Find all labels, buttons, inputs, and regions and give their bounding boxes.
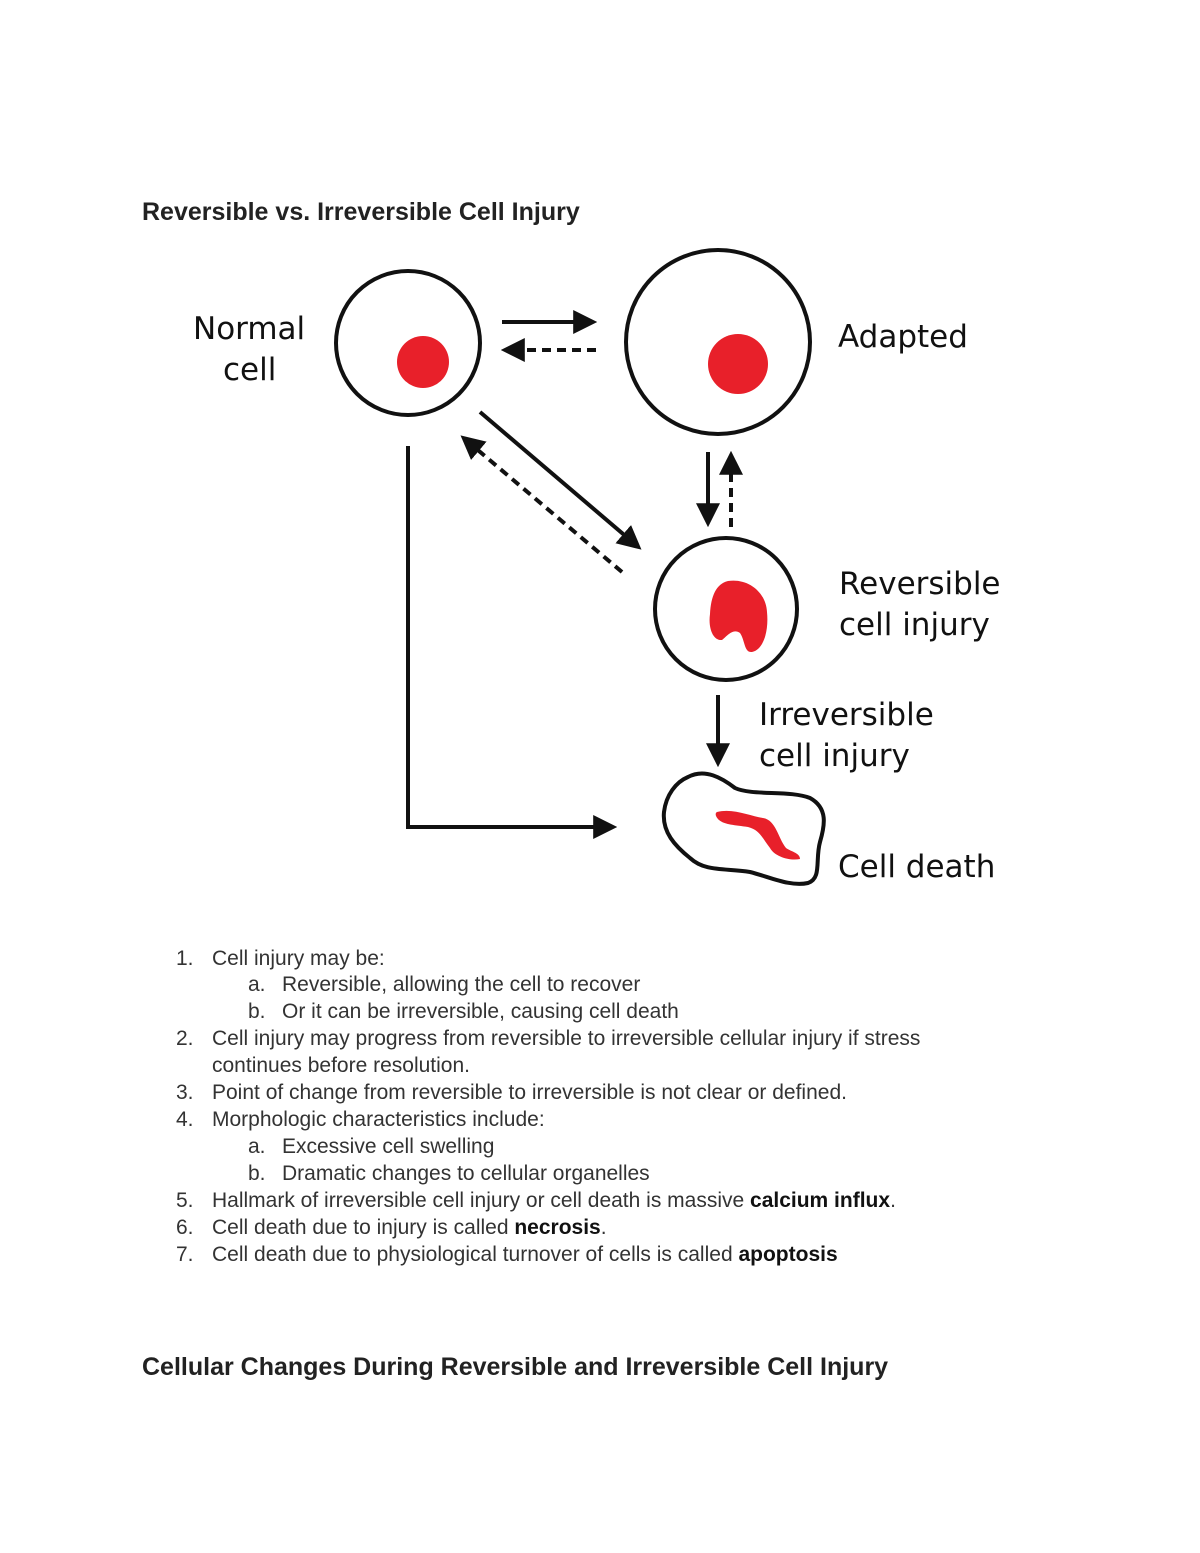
label-adapted: Adapted [838, 319, 968, 355]
label-irreversible-line2: cell injury [759, 738, 910, 774]
list-number: 5. [176, 1189, 194, 1212]
list-text: Excessive cell swelling [282, 1135, 495, 1158]
list-text-plain: Hallmark of irreversible cell injury or … [212, 1189, 751, 1212]
list-letter: b. [248, 1000, 266, 1023]
label-irreversible-line1: Irreversible [759, 697, 934, 733]
list-text: Cell injury may progress from reversible… [212, 1027, 921, 1050]
list-letter: a. [248, 973, 266, 996]
list-text: Cell injury may be: [212, 947, 385, 970]
dead-cell-nucleus [715, 810, 800, 860]
list-text: continues before resolution. [212, 1054, 470, 1077]
reversible-cell-nucleus [709, 580, 768, 653]
label-normal-cell-line2: cell [223, 352, 276, 388]
list-text: Reversible, allowing the cell to recover [282, 973, 641, 996]
list-text: Dramatic changes to cellular organelles [282, 1162, 650, 1185]
list-number: 7. [176, 1243, 194, 1266]
list-text-bold: apoptosis [738, 1243, 838, 1266]
list-text-tail: . [600, 1216, 607, 1239]
cell-injury-diagram: Normal cell Adapted Reversible cell inju… [193, 248, 1001, 886]
reversible-injury-cell [653, 536, 799, 682]
list-text-bold: necrosis [514, 1216, 601, 1239]
adapted-cell-nucleus [708, 334, 768, 394]
adapted-cell [624, 248, 812, 436]
dead-cell-membrane [661, 771, 826, 886]
normal-cell [334, 269, 482, 417]
list-text: Point of change from reversible to irrev… [212, 1081, 847, 1104]
list-text-bold: calcium influx [750, 1189, 891, 1212]
arrow-normal-to-death [406, 446, 618, 839]
arrow-reversible-to-normal-dashed [460, 435, 624, 574]
list-text-plain: Cell death due to injury is called [212, 1216, 515, 1239]
list-letter: b. [248, 1162, 266, 1185]
list-number: 2. [176, 1027, 194, 1050]
normal-cell-nucleus [397, 336, 449, 388]
list-number: 3. [176, 1081, 194, 1104]
list-text: Or it can be irreversible, causing cell … [282, 1000, 679, 1023]
list-text: Hallmark of irreversible cell injury or … [212, 1189, 896, 1213]
label-reversible-line1: Reversible [839, 566, 1001, 602]
list-text: Morphologic characteristics include: [212, 1108, 545, 1131]
list-letter: a. [248, 1135, 266, 1158]
dead-cell [661, 771, 826, 886]
list-text: Cell death due to physiological turnover… [212, 1243, 838, 1267]
list-number: 4. [176, 1108, 194, 1131]
list-text-plain: Cell death due to physiological turnover… [212, 1243, 739, 1266]
label-reversible-line2: cell injury [839, 607, 990, 643]
list-text: Cell death due to injury is called necro… [212, 1216, 607, 1240]
list-number: 1. [176, 947, 194, 970]
section-heading-cell-injury: Reversible vs. Irreversible Cell Injury [142, 198, 580, 226]
list-number: 6. [176, 1216, 194, 1239]
label-cell-death: Cell death [838, 849, 995, 885]
arrow-normal-to-reversible [478, 410, 642, 550]
section-heading-cellular-changes: Cellular Changes During Reversible and I… [142, 1353, 889, 1381]
list-text-tail: . [890, 1189, 896, 1212]
label-normal-cell-line1: Normal [193, 311, 305, 347]
